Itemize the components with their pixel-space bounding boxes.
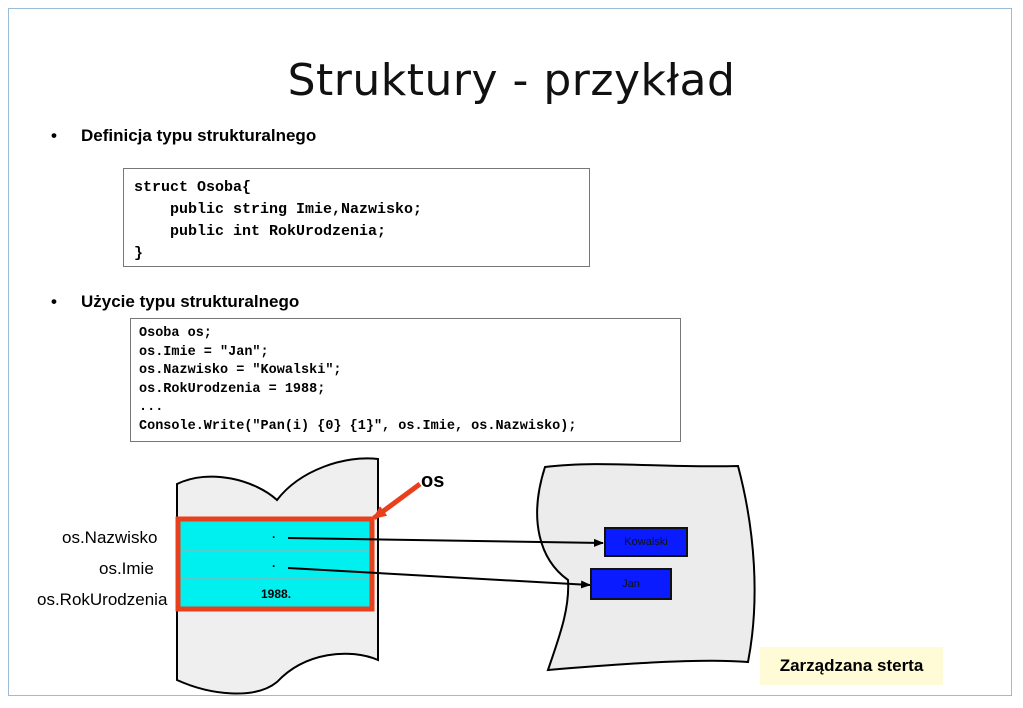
code-line: public int RokUrodzenia; <box>134 223 387 240</box>
slide-frame <box>8 8 1012 696</box>
code-block-definition: struct Osoba{ public string Imie,Nazwisk… <box>123 168 590 267</box>
code-line: os.RokUrodzenia = 1988; <box>139 381 326 397</box>
code-line: Osoba os; <box>139 326 212 341</box>
code-line: os.Nazwisko = "Kowalski"; <box>139 363 342 378</box>
code-line: struct Osoba{ <box>134 179 252 196</box>
cell-nazwisko-ref: . <box>272 527 276 541</box>
ref-arrow-nazwisko <box>287 537 604 547</box>
field-label-imie: os.Imie <box>99 559 154 578</box>
bullet-usage-text: Użycie typu strukturalnego <box>81 292 300 311</box>
heap-item-kowalski: Kowalski <box>604 527 688 557</box>
variable-os-label: os <box>421 470 445 492</box>
field-label-nazwisko: os.Nazwisko <box>62 528 158 547</box>
cell-imie-ref: . <box>272 556 276 570</box>
heap-shape <box>536 463 756 672</box>
slide-title: Struktury - przykład <box>287 55 736 106</box>
bullet-definition: • Definicja typu strukturalnego <box>51 126 317 146</box>
heap-item-jan: Jan <box>590 568 672 600</box>
bullet-definition-text: Definicja typu strukturalnego <box>81 126 317 145</box>
managed-heap-label: Zarządzana sterta <box>760 647 943 685</box>
code-line: } <box>134 245 144 262</box>
field-label-rok: os.RokUrodzenia <box>37 590 168 609</box>
struct-cell-nazwisko <box>179 520 371 551</box>
os-pointer-arrow <box>372 481 422 521</box>
code-line: public string Imie,Nazwisko; <box>134 201 423 218</box>
bullet-dot: • <box>51 292 57 311</box>
struct-cell-imie <box>179 549 371 580</box>
bullet-dot: • <box>51 126 57 145</box>
code-block-usage: Osoba os; os.Imie = "Jan"; os.Nazwisko =… <box>130 318 681 442</box>
bullet-usage: • Użycie typu strukturalnego <box>51 292 300 312</box>
code-line: Console.Write("Pan(i) {0} {1}", os.Imie,… <box>139 418 577 434</box>
struct-cell-rok <box>179 578 371 609</box>
cell-rok-value: 1988. <box>261 587 292 601</box>
ref-arrow-imie <box>287 567 591 589</box>
code-line: ... <box>139 400 164 415</box>
code-line: os.Imie = "Jan"; <box>139 344 269 360</box>
